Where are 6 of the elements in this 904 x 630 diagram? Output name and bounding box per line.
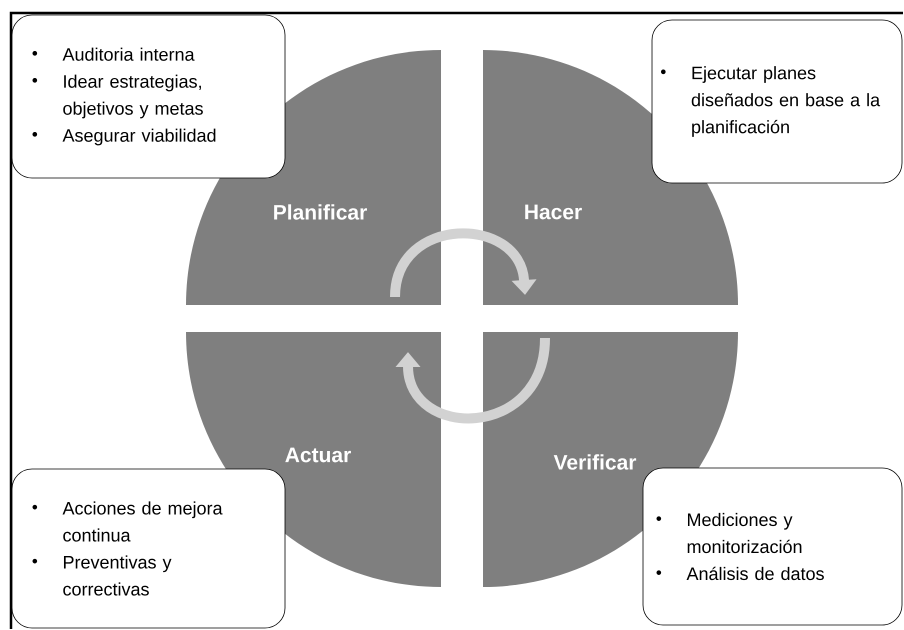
text-box: Acciones de mejora continua Preventivas y correctivas: [12, 468, 286, 628]
curved-arrow: [390, 228, 537, 298]
curved-arrow: [396, 337, 550, 424]
text-box: Ejecutar planes diseñados en base a la planificación: [652, 20, 902, 184]
text-box: Auditoria interna Idear estrategias, objetivos y metas Asegurar viabilidad: [12, 14, 286, 178]
text-box: Mediciones y monitorización Análisis de datos: [642, 468, 902, 626]
